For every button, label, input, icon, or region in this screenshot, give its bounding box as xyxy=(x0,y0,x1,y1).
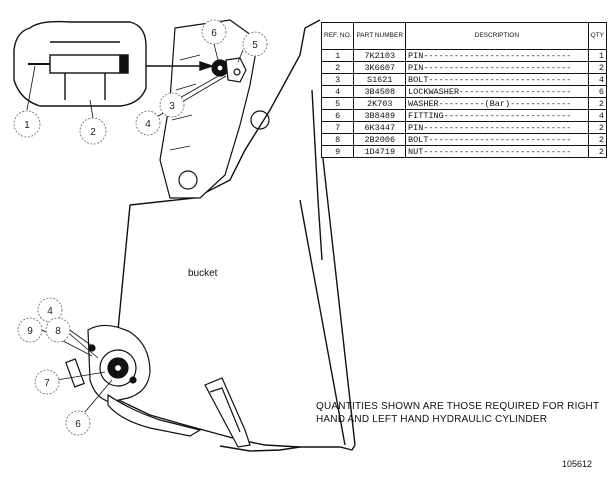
cell-qty: 2 xyxy=(587,133,608,146)
cell-part: 6K3447 xyxy=(353,121,407,134)
cell-part: 3B4508 xyxy=(353,85,407,98)
callout-4-lower: 4 xyxy=(47,306,53,317)
cell-qty: 2 xyxy=(587,145,608,158)
cell-part: 3B8489 xyxy=(353,109,407,122)
cell-ref: 5 xyxy=(320,97,355,110)
cell-qty: 2 xyxy=(587,61,608,74)
col-header-ref: REF. NO. xyxy=(320,22,355,50)
cell-ref: 8 xyxy=(320,133,355,146)
cell-ref: 2 xyxy=(320,61,355,74)
cell-desc: PIN----------------------------- xyxy=(405,121,589,134)
cell-part: 3K6607 xyxy=(353,61,407,74)
cell-ref: 9 xyxy=(320,145,355,158)
callout-7: 7 xyxy=(44,378,50,389)
lower-pivot xyxy=(65,324,151,403)
cell-part: 2B2006 xyxy=(353,133,407,146)
cell-ref: 1 xyxy=(320,49,355,62)
cell-part: 2K703 xyxy=(353,97,407,110)
cell-desc: BOLT---------------------------- xyxy=(405,73,589,86)
cell-part: S1621 xyxy=(353,73,407,86)
callout-9: 9 xyxy=(27,326,33,337)
bucket-tooth xyxy=(107,377,251,448)
cell-desc: PIN----------------------------- xyxy=(405,49,589,62)
callout-6-lower: 6 xyxy=(75,419,81,430)
cell-part: 1D4719 xyxy=(353,145,407,158)
callout-5: 5 xyxy=(252,40,258,51)
cell-desc: WASHER---------(Bar)------------ xyxy=(405,97,589,110)
inset-detail xyxy=(13,20,215,107)
quantity-note: QUANTITIES SHOWN ARE THOSE REQUIRED FOR … xyxy=(316,401,600,425)
col-header-desc: DESCRIPTION xyxy=(405,22,589,50)
cell-desc: FITTING------------------------- xyxy=(405,109,589,122)
cell-desc: NUT----------------------------- xyxy=(405,145,589,158)
cell-desc: LOCKWASHER---------------------- xyxy=(405,85,589,98)
callout-6-upper: 6 xyxy=(211,28,217,39)
callout-3: 3 xyxy=(169,101,175,112)
cell-qty: 4 xyxy=(587,73,608,86)
bucket-label: bucket xyxy=(188,268,218,279)
callout-2: 2 xyxy=(90,127,96,138)
cell-ref: 7 xyxy=(320,121,355,134)
cell-ref: 3 xyxy=(320,73,355,86)
callouts xyxy=(13,19,268,436)
callout-1: 1 xyxy=(24,120,30,131)
callout-8: 8 xyxy=(55,326,61,337)
figure-number: 105612 xyxy=(562,459,593,469)
col-header-qty: QTY xyxy=(587,22,608,50)
cell-desc: PIN----------------------------- xyxy=(405,61,589,74)
cell-ref: 6 xyxy=(320,109,355,122)
col-header-part: PART NUMBER xyxy=(353,22,407,50)
cell-qty: 2 xyxy=(587,121,608,134)
cell-qty: 2 xyxy=(587,97,608,110)
cell-ref: 4 xyxy=(320,85,355,98)
cell-desc: BOLT---------------------------- xyxy=(405,133,589,146)
callout-4-upper: 4 xyxy=(145,119,151,130)
cell-qty: 4 xyxy=(587,109,608,122)
upper-arm xyxy=(159,19,270,199)
table-header-row: REF. NO. PART NUMBER DESCRIPTION QTY xyxy=(320,22,608,50)
cell-part: 7K2103 xyxy=(353,49,407,62)
cell-qty: 6 xyxy=(587,85,608,98)
cell-qty: 1 xyxy=(587,49,608,62)
